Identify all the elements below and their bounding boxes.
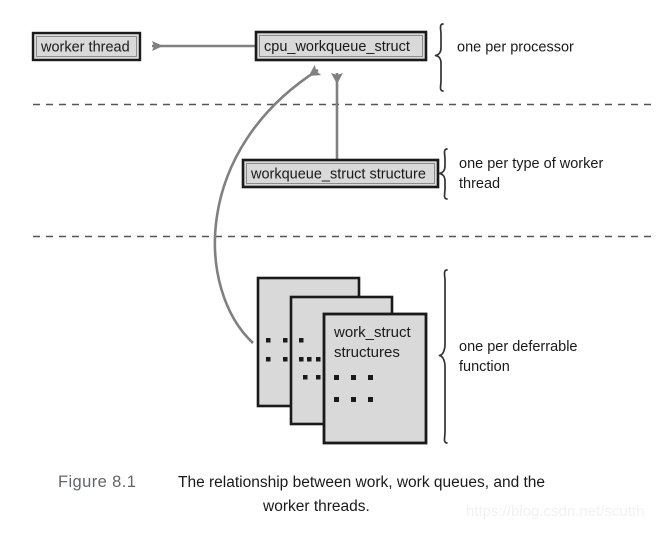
bracket-one-per-type-icon xyxy=(438,148,448,200)
cpu-workqueue-struct-box: cpu_workqueue_struct xyxy=(254,30,428,62)
bracket-group-one-per-type-of-worker-thread: one per type of worker thread xyxy=(438,148,603,200)
work-struct-card-back-dots xyxy=(266,338,288,362)
workqueue-struct-box-inner-line xyxy=(246,163,435,184)
bracket-label-one-per-type-line1: one per type of worker xyxy=(459,156,603,172)
figure-caption-line1: The relationship between work, work queu… xyxy=(178,474,545,491)
worker-thread-label: worker thread xyxy=(40,40,130,56)
cpu-workqueue-struct-box-inner-line xyxy=(259,35,423,57)
bracket-label-one-per-deferrable-line2: function xyxy=(459,359,510,375)
bracket-group-one-per-processor: one per processor xyxy=(434,23,574,92)
workqueue-struct-box-outer xyxy=(241,158,440,189)
worker-thread-box-outer xyxy=(31,31,142,62)
workqueue-struct-box: workqueue_struct structure xyxy=(241,158,440,189)
work-struct-card-stack: work_struct structures xyxy=(256,276,428,445)
watermark-text: https://blog.csdn.net/scutth xyxy=(466,503,644,520)
bracket-one-per-deferrable-icon xyxy=(438,269,448,444)
workqueue-struct-label: workqueue_struct structure xyxy=(250,167,426,183)
worker-thread-box-inner-line xyxy=(36,36,137,57)
bracket-label-one-per-deferrable-line1: one per deferrable xyxy=(459,339,578,355)
bracket-one-per-processor-icon xyxy=(434,23,444,92)
work-struct-card-label-line1: work_struct xyxy=(333,324,412,341)
bracket-label-one-per-processor: one per processor xyxy=(457,40,574,56)
figure-caption: Figure 8.1 The relationship between work… xyxy=(58,473,545,515)
work-struct-card-front-rect xyxy=(322,312,428,445)
worker-thread-box: worker thread xyxy=(31,31,142,62)
figure-caption-number: Figure 8.1 xyxy=(58,473,136,491)
cpu-workqueue-struct-box-outer xyxy=(254,30,428,62)
bracket-group-one-per-deferrable-function: one per deferrable function xyxy=(438,269,578,444)
bracket-label-one-per-type-line2: thread xyxy=(459,176,500,192)
figure-caption-line2: worker threads. xyxy=(262,498,370,515)
work-struct-card-front-dots xyxy=(334,375,373,402)
work-struct-card-middle-dots xyxy=(299,338,321,380)
work-struct-card-front: work_struct structures xyxy=(322,312,428,445)
cpu-workqueue-struct-label: cpu_workqueue_struct xyxy=(264,39,410,55)
work-struct-card-label-line2: structures xyxy=(334,344,400,361)
curved-arrow-cards-to-cpu-workqueue xyxy=(213,64,322,344)
